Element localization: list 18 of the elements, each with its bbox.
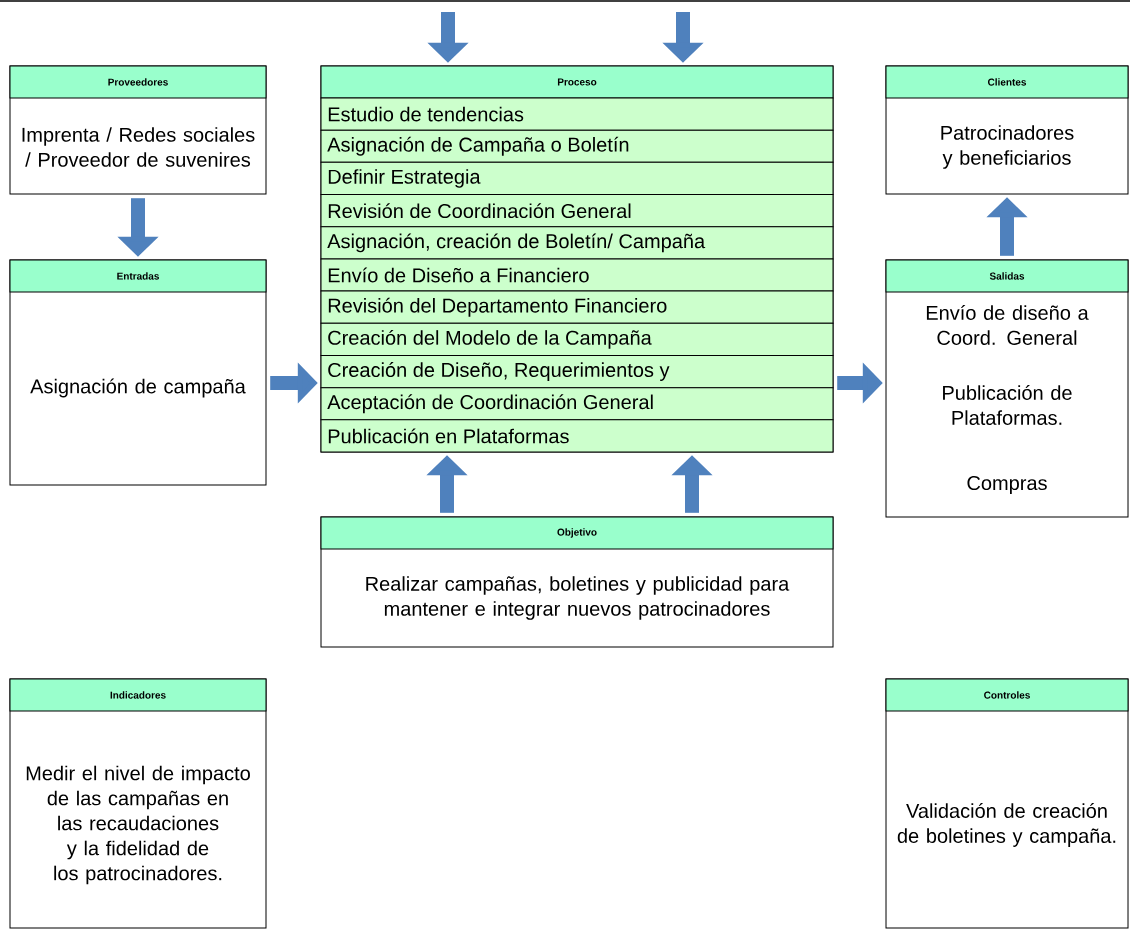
step-row: Creación de Diseño, Requerimientos y [320, 354, 834, 389]
step-row: Definir Estrategia [320, 161, 834, 196]
titled-box: Clientes Patrocinadores y beneficiarios [885, 65, 1129, 195]
step-row: Revisión del Departamento Financiero [320, 290, 834, 324]
step-row: Envío de Diseño a Financiero [320, 258, 834, 292]
step-row: Asignación de Campaña o Boletín [320, 129, 834, 163]
titled-box: Proveedores Imprenta / Redes sociales / Proveedor de suvenires [9, 65, 267, 195]
titled-box: Controles Validación de creación de boletines y campaña. [885, 678, 1129, 929]
step-row: Publicación en Plataformas [320, 419, 834, 453]
step-row: Creación del Modelo de la Campaña [320, 322, 834, 356]
titled-box: Indicadores Medir el nivel de impacto de las campañas en las recaudaciones y la fidelidad de los patrocinadores. [9, 678, 267, 929]
titled-box: Objetivo Realizar campañas, boletines y publicidad para mantener e integrar nuevos patrocinadores [320, 516, 834, 648]
step-row: Estudio de tendencias [320, 97, 834, 131]
step-row: Revisión de Coordinación General [320, 194, 834, 228]
titled-box: Entradas Asignación de campaña [9, 259, 267, 486]
step-row: Aceptación de Coordinación General [320, 387, 834, 421]
titled-box: Salidas Envío de diseño a Coord. General Publicación de Plataformas. Compras [885, 259, 1129, 518]
step-row: Asignación, creación de Boletín/ Campaña [320, 226, 834, 260]
